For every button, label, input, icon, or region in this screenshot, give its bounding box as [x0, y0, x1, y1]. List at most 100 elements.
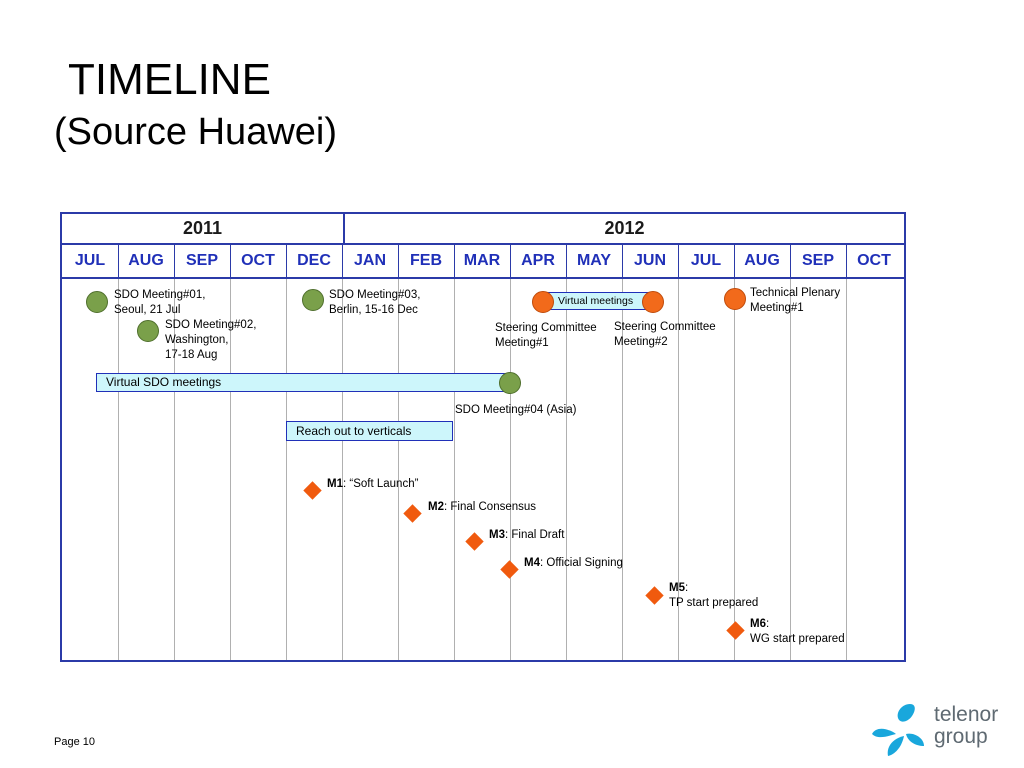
- month-aug-2012: AUG: [744, 252, 780, 269]
- sdo-meeting-1-label-line2: Seoul, 21 Jul: [114, 304, 181, 316]
- milestone-m6-label-line1: M6:: [750, 617, 769, 632]
- month-apr-2012: APR: [521, 252, 555, 269]
- grid-line: [846, 279, 847, 660]
- month-divider: [846, 245, 847, 277]
- sdo-meeting-1-marker: [86, 291, 108, 313]
- sdo-meeting-4-label: SDO Meeting#04 (Asia): [455, 404, 577, 416]
- milestone-m4-id: M4: [524, 557, 540, 569]
- month-oct-2011: OCT: [241, 252, 275, 269]
- grid-line: [454, 279, 455, 660]
- milestone-m1-text: : “Soft Launch”: [342, 478, 419, 490]
- sdo-meeting-2-label-line2: Washington,: [165, 334, 229, 346]
- grid-line: [398, 279, 399, 660]
- milestone-m6-label-line2: WG start prepared: [750, 633, 845, 645]
- month-sep-2012: SEP: [801, 252, 834, 269]
- sdo-meeting-2-marker: [137, 320, 159, 342]
- month-divider: [622, 245, 623, 277]
- virtual-sdo-meetings-bar: Virtual SDO meetings: [96, 373, 510, 392]
- technical-plenary-label-line1: Technical Plenary: [750, 287, 841, 299]
- milestone-m1-label: M1: “Soft Launch”: [327, 477, 418, 492]
- grid-line: [566, 279, 567, 660]
- milestone-m5-text: :: [684, 582, 689, 594]
- month-divider: [454, 245, 455, 277]
- steering-committee-2-label-line1: Steering Committee: [614, 321, 716, 333]
- month-feb-2012: FEB: [410, 252, 442, 269]
- milestone-m3-text: : Final Draft: [504, 529, 565, 541]
- telenor-logo-text: telenor group: [934, 704, 998, 748]
- steering-committee-1-label-line1: Steering Committee: [495, 322, 597, 334]
- year-2012: 2012: [604, 218, 645, 238]
- month-divider: [790, 245, 791, 277]
- sdo-meeting-3-label-line2: Berlin, 15-16 Dec: [329, 304, 418, 316]
- month-divider: [398, 245, 399, 277]
- month-jul-2012: JUL: [690, 252, 722, 269]
- logo-line1: telenor: [934, 703, 999, 726]
- technical-plenary-label-line2: Meeting#1: [750, 302, 804, 314]
- timeline-chart: 2011 2012 JUL AUG SEP OCT DEC JAN FEB MA…: [60, 212, 906, 662]
- steering-committee-2-marker: [642, 291, 664, 313]
- grid-line: [118, 279, 119, 660]
- month-jun-2012: JUN: [633, 252, 666, 269]
- virtual-meetings-bar: Virtual meetings: [543, 292, 653, 310]
- month-mar-2012: MAR: [463, 252, 501, 269]
- grid-line: [622, 279, 623, 660]
- grid-line: [174, 279, 175, 660]
- page-subtitle: (Source Huawei): [54, 111, 337, 153]
- milestone-m3-label: M3: Final Draft: [489, 528, 564, 543]
- milestone-m2-text: : Final Consensus: [443, 501, 537, 513]
- milestone-m5-id: M5: [669, 582, 685, 594]
- sdo-meeting-3-label-line1: SDO Meeting#03,: [329, 289, 421, 301]
- month-divider: [174, 245, 175, 277]
- month-divider: [118, 245, 119, 277]
- steering-committee-1-marker: [532, 291, 554, 313]
- logo-line2: group: [934, 725, 988, 748]
- grid-line: [230, 279, 231, 660]
- milestone-m6-id: M6: [750, 618, 766, 630]
- milestone-m6-text: :: [765, 618, 770, 630]
- grid-line: [286, 279, 287, 660]
- milestone-m2-label: M2: Final Consensus: [428, 500, 536, 515]
- month-divider: [678, 245, 679, 277]
- milestone-m3-id: M3: [489, 529, 505, 541]
- milestone-m5-label-line2: TP start prepared: [669, 597, 759, 609]
- year-divider: [343, 214, 345, 243]
- sdo-meeting-1-label-line1: SDO Meeting#01,: [114, 289, 206, 301]
- year-header: 2011 2012: [62, 214, 904, 245]
- reach-out-verticals-bar: Reach out to verticals: [286, 421, 453, 441]
- month-aug-2011: AUG: [128, 252, 164, 269]
- month-sep-2011: SEP: [185, 252, 218, 269]
- month-divider: [230, 245, 231, 277]
- month-divider: [566, 245, 567, 277]
- sdo-meeting-4-marker: [499, 372, 521, 394]
- month-may-2012: MAY: [576, 252, 612, 269]
- page-title: TIMELINE: [68, 55, 271, 104]
- telenor-logo-icon: [872, 704, 924, 756]
- year-2011: 2011: [182, 218, 223, 238]
- month-header: JUL AUG SEP OCT DEC JAN FEB MAR APR MAY …: [62, 245, 904, 279]
- month-oct-2012: OCT: [857, 252, 891, 269]
- grid-line: [510, 279, 511, 660]
- month-divider: [510, 245, 511, 277]
- grid-line: [734, 279, 735, 660]
- grid-line: [678, 279, 679, 660]
- sdo-meeting-2-label-line3: 17-18 Aug: [165, 349, 218, 361]
- steering-committee-2-label-line2: Meeting#2: [614, 336, 668, 348]
- technical-plenary-marker: [724, 288, 746, 310]
- grid-line: [790, 279, 791, 660]
- month-divider: [734, 245, 735, 277]
- milestone-m5-label-line1: M5:: [669, 581, 688, 596]
- month-jul-2011: JUL: [74, 252, 106, 269]
- month-jan-2012: JAN: [353, 252, 386, 269]
- sdo-meeting-3-marker: [302, 289, 324, 311]
- milestone-m4-label: M4: Official Signing: [524, 556, 623, 571]
- milestone-m1-id: M1: [327, 478, 343, 490]
- month-divider: [342, 245, 343, 277]
- page-number: Page 10: [54, 736, 95, 748]
- milestone-m4-text: : Official Signing: [539, 557, 623, 569]
- month-divider: [286, 245, 287, 277]
- milestone-m2-id: M2: [428, 501, 444, 513]
- sdo-meeting-2-label-line1: SDO Meeting#02,: [165, 319, 257, 331]
- steering-committee-1-label-line2: Meeting#1: [495, 337, 549, 349]
- grid-line: [342, 279, 343, 660]
- month-dec-2011: DEC: [297, 252, 331, 269]
